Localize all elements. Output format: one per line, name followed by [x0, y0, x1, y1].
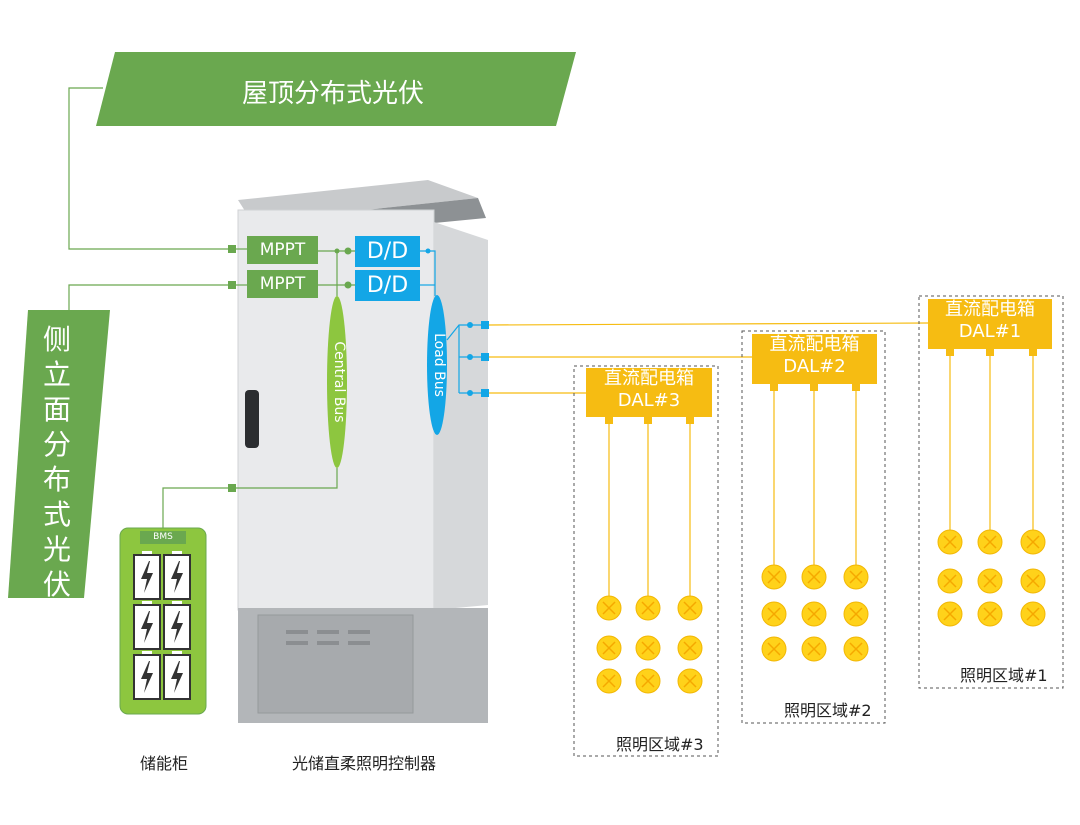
dd-box-1: D/D [355, 236, 420, 267]
roof-pv-wire [68, 87, 230, 250]
lamp-icon [635, 668, 661, 694]
mppt-box-2: MPPT [247, 270, 318, 298]
lamp-icon [937, 529, 963, 555]
lamp-icon [677, 635, 703, 661]
load-terminal-1 [481, 321, 489, 329]
battery-cell-icon [133, 651, 161, 700]
lamp-icon [761, 636, 787, 662]
central-bus [327, 296, 347, 468]
load-bus-label: Load Bus [431, 333, 447, 397]
lamp-icon [761, 601, 787, 627]
dal-box-3-id: DAL#3 [617, 390, 681, 411]
zone-label-3: 照明区域#3 [616, 735, 704, 754]
facade-pv-wire [68, 284, 230, 310]
load-terminal-3 [481, 389, 489, 397]
central-bus-label: Central Bus [331, 341, 347, 423]
lamp-icon [843, 601, 869, 627]
lamp-icon [937, 601, 963, 627]
dal-box-2-id: DAL#2 [783, 356, 846, 377]
bms-label: BMS [140, 531, 186, 544]
lamp-icon [977, 529, 1003, 555]
cabinet-handle [245, 390, 259, 448]
battery-cell-icon [163, 551, 191, 600]
lamp-icon [596, 595, 622, 621]
lamp-icon [843, 564, 869, 590]
zone-box-3 [573, 365, 719, 757]
lamp-icon [1020, 568, 1046, 594]
battery-cell-icon [163, 601, 191, 650]
battery-cell-icon [163, 651, 191, 700]
dal-box-3: 直流配电箱 DAL#3 [586, 368, 712, 417]
zone-label-1: 照明区域#1 [960, 666, 1048, 685]
battery-terminal [228, 484, 236, 492]
dal-box-1-title: 直流配电箱 [945, 299, 1035, 320]
lamp-icon [677, 595, 703, 621]
dal-box-3-title: 直流配电箱 [604, 368, 694, 389]
pv-terminal-1 [228, 245, 236, 253]
lamp-icon [801, 636, 827, 662]
dal-box-1-id: DAL#1 [958, 321, 1022, 342]
controller-caption: 光储直柔照明控制器 [292, 754, 437, 773]
lamp-icon [596, 668, 622, 694]
lamp-icon [937, 568, 963, 594]
battery-cell-icon [133, 601, 161, 650]
dal-box-2: 直流配电箱 DAL#2 [752, 334, 877, 384]
battery-cabinet [119, 527, 207, 715]
zone-label-2: 照明区域#2 [784, 701, 872, 720]
lamp-icon [977, 568, 1003, 594]
dal-box-1: 直流配电箱 DAL#1 [928, 299, 1052, 349]
lamp-icon [635, 635, 661, 661]
dal-box-2-title: 直流配电箱 [769, 334, 860, 355]
lamp-group [596, 529, 1046, 694]
lamp-icon [801, 601, 827, 627]
lamp-icon [801, 564, 827, 590]
roof-pv-label: 屋顶分布式光伏 [242, 79, 425, 109]
lamp-icon [843, 636, 869, 662]
load-bus [427, 295, 447, 435]
roof-pv-banner [96, 52, 576, 126]
lamp-icon [1020, 601, 1046, 627]
load-terminal-2 [481, 353, 489, 361]
lamp-icon [761, 564, 787, 590]
zone-box-1 [918, 295, 1064, 689]
facade-pv-label: 侧立面分布式光伏 [42, 323, 71, 601]
zone-box-2 [741, 330, 886, 724]
lamp-icon [677, 668, 703, 694]
pv-terminal-2 [228, 281, 236, 289]
mppt-box-1: MPPT [247, 236, 318, 264]
facade-pv-banner [8, 310, 110, 598]
dd-box-2: D/D [355, 270, 420, 301]
lamp-icon [1020, 529, 1046, 555]
lamp-icon [977, 601, 1003, 627]
battery-cell-icon [133, 551, 161, 600]
lamp-icon [596, 635, 622, 661]
lamp-icon [635, 595, 661, 621]
storage-caption: 储能柜 [140, 754, 189, 773]
